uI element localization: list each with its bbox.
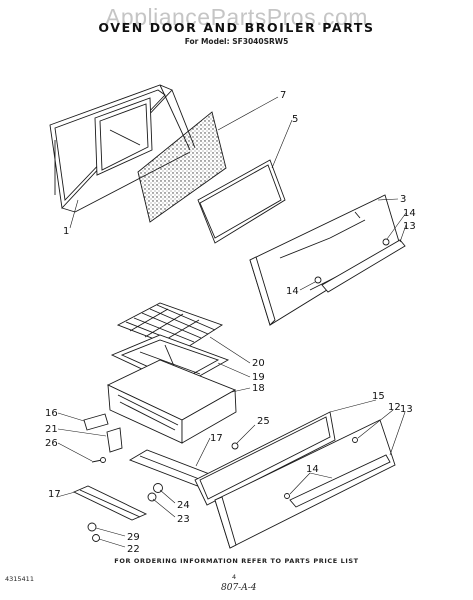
callout-12: 12 [388, 402, 401, 413]
part-inner-panel [197, 159, 286, 244]
callout-20: 20 [252, 358, 265, 369]
callout-17-right: 17 [210, 433, 223, 444]
callout-1: 1 [63, 226, 69, 237]
part-roller-axle [147, 492, 157, 502]
ordering-note: FOR ORDERING INFORMATION REFER TO PARTS … [114, 557, 359, 565]
callout-14-upper: 14 [403, 208, 416, 219]
part-upper-door-panel [249, 194, 406, 326]
callout-26: 26 [45, 438, 58, 449]
part-insulation [137, 111, 227, 223]
callout-24: 24 [177, 500, 190, 511]
screw-upper-right [382, 238, 390, 246]
page-number: 4 [232, 573, 237, 581]
page-title: OVEN DOOR AND BROILER PARTS [98, 20, 375, 35]
part-broiler-door-inner [194, 411, 336, 506]
callout-23: 23 [177, 514, 190, 525]
callout-19: 19 [252, 372, 265, 383]
callout-16: 16 [45, 408, 58, 419]
callout-25: 25 [257, 416, 270, 427]
callout-7: 7 [280, 90, 286, 101]
callout-17-left: 17 [48, 489, 61, 500]
callout-15: 15 [372, 391, 385, 402]
part-broiler-grid [116, 302, 224, 351]
part-lower-nut [92, 534, 100, 542]
part-broiler-door-outer [214, 419, 396, 549]
part-outer-door-frame [49, 84, 196, 213]
callout-14-lower: 14 [306, 464, 319, 475]
part-broiler-drawer [106, 359, 237, 444]
callout-21: 21 [45, 424, 58, 435]
callout-13-upper: 13 [403, 221, 416, 232]
callout-3: 3 [400, 194, 406, 205]
screw-upper-left [314, 276, 322, 284]
revision-signature: 807-A-4 [221, 583, 257, 593]
part-broiler-pan [110, 334, 230, 388]
part-latch [106, 427, 123, 453]
part-clip [231, 442, 239, 450]
callout-22: 22 [127, 544, 140, 555]
part-lower-roller [87, 522, 97, 532]
callout-18: 18 [252, 383, 265, 394]
part-screw [91, 457, 106, 463]
screw-broiler-door [352, 437, 358, 443]
callout-29: 29 [127, 532, 140, 543]
screw-broiler-door-left [284, 493, 290, 499]
model-line: For Model: SF3040SRW5 [184, 37, 289, 46]
part-bracket [83, 413, 109, 431]
document-number: 4315411 [5, 575, 34, 583]
callout-5: 5 [292, 114, 298, 125]
leader-lines [56, 96, 407, 548]
callout-14-mid: 14 [286, 286, 299, 297]
callout-13-lower: 13 [400, 404, 413, 415]
